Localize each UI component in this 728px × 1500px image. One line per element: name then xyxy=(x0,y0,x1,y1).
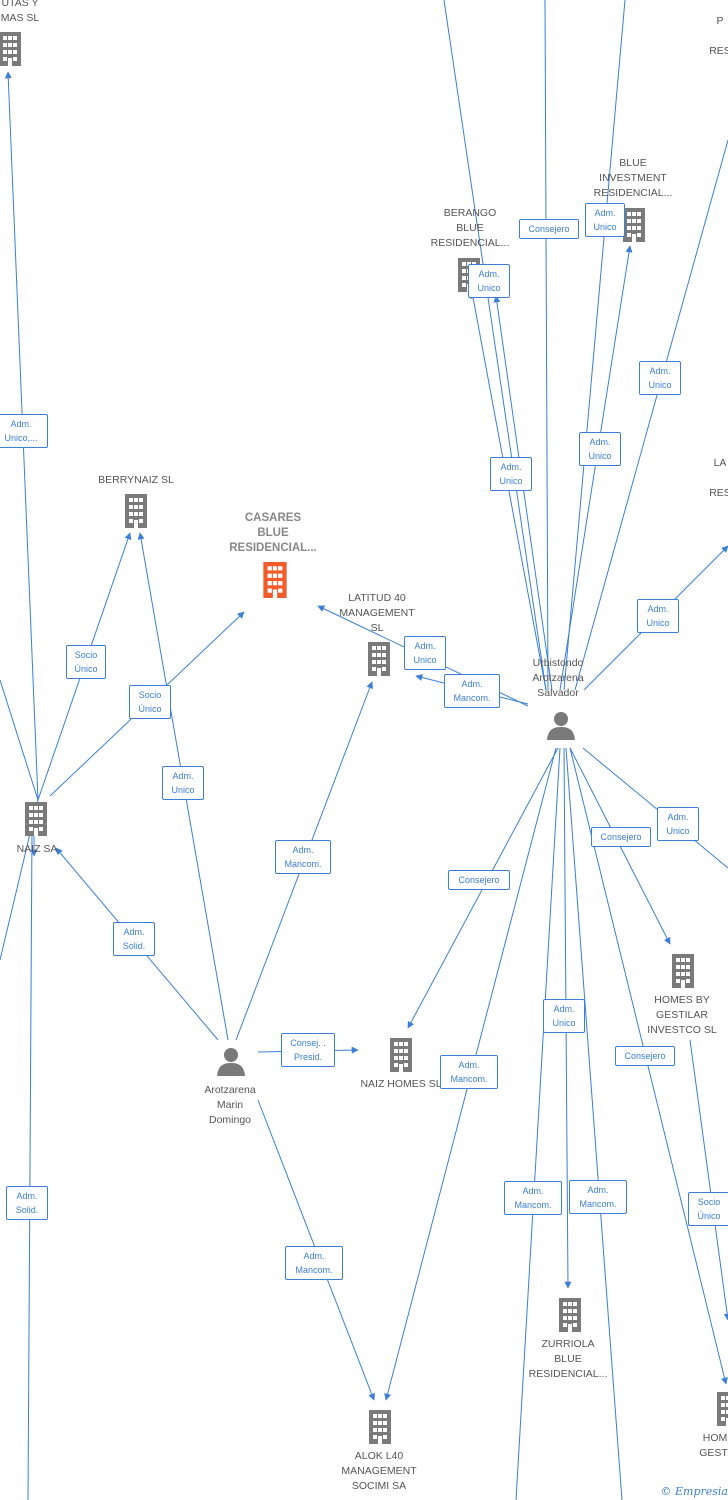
edge-label-socio-unico[interactable]: Socio Único xyxy=(129,685,171,719)
edge-label-adm-unico[interactable]: Adm. Unico xyxy=(579,432,621,466)
edge-label-consejero[interactable]: Consejero xyxy=(615,1046,675,1066)
edge-label-socio-unico[interactable]: Socio Único xyxy=(66,645,106,679)
edge-line xyxy=(582,747,728,869)
building-icon[interactable] xyxy=(0,32,24,66)
node-label-latitud40[interactable]: LATITUD 40 MANAGEMENT SL xyxy=(339,592,415,634)
edge-label-adm-unico[interactable]: Adm. Unico,... xyxy=(0,414,48,448)
edge-label-adm-unico[interactable]: Adm. Unico xyxy=(468,264,510,298)
edge-label-consejero[interactable]: Consejero xyxy=(591,827,651,847)
node-label-hom-gesti[interactable]: HOM GESTI xyxy=(699,1432,728,1459)
node-label-top-left[interactable]: UTAS Y MAS SL xyxy=(0,0,40,24)
node-label-arotzarena[interactable]: Arotzarena Marin Domingo xyxy=(204,1084,256,1126)
building-icon[interactable] xyxy=(387,1038,415,1072)
building-icon[interactable] xyxy=(122,494,150,528)
edge-label-adm-mancom[interactable]: Adm. Mancom. xyxy=(444,674,500,708)
edge-line xyxy=(515,747,561,1500)
edge-label-adm-unico[interactable]: Adm. Unico xyxy=(490,457,532,491)
node-label-zurriola[interactable]: ZURRIOLA BLUE RESIDENCIAL... xyxy=(528,1338,608,1380)
building-icon[interactable] xyxy=(669,954,697,988)
building-icon[interactable] xyxy=(714,1392,728,1426)
edge-line xyxy=(27,829,33,1500)
building-icon[interactable] xyxy=(556,1298,584,1332)
edge-line xyxy=(0,679,39,801)
edge-label-adm-solid[interactable]: Adm. Solid. xyxy=(113,922,155,956)
edge-label-consejero[interactable]: Consejero xyxy=(519,219,579,239)
edge-label-adm-mancom[interactable]: Adm. Mancom. xyxy=(569,1180,627,1214)
edge-label-adm-unico[interactable]: Adm. Unico xyxy=(639,361,681,395)
edge-line xyxy=(544,0,549,691)
edge-line xyxy=(574,139,728,691)
edge-label-adm-unico[interactable]: Adm. Unico xyxy=(585,203,625,237)
node-label-naiz-sa[interactable]: NAIZ SA xyxy=(16,843,58,855)
edge-label-adm-unico[interactable]: Adm. Unico xyxy=(543,999,585,1033)
edge-label-socio-unico[interactable]: Socio Único xyxy=(688,1192,728,1226)
edge-label-adm-unico[interactable]: Adm. Unico xyxy=(162,766,204,800)
building-icon[interactable] xyxy=(22,802,50,836)
node-label-berango[interactable]: BERANGO BLUE RESIDENCIAL... xyxy=(430,207,510,249)
edge-label-adm-unico[interactable]: Adm. Unico xyxy=(657,807,699,841)
person-icon[interactable] xyxy=(216,1046,246,1076)
node-label-urbistondo[interactable]: Urbistondo Arotzarena Salvador xyxy=(532,657,584,699)
edge-line xyxy=(565,747,623,1500)
edge-line xyxy=(443,0,547,691)
edge-label-adm-solid[interactable]: Adm. Solid. xyxy=(6,1186,48,1220)
copyright-symbol: © xyxy=(660,1485,672,1498)
edge-line xyxy=(469,291,547,691)
edge-label-consej-presid[interactable]: Consej. . Presid. xyxy=(281,1033,335,1067)
edge-line xyxy=(493,295,553,691)
edge-line xyxy=(689,1039,728,1321)
building-icon-main[interactable] xyxy=(259,562,291,598)
edge-label-adm-mancom[interactable]: Adm. Mancom. xyxy=(285,1246,343,1280)
node-label-naiz-homes[interactable]: NAIZ HOMES SL xyxy=(360,1078,442,1090)
building-icon[interactable] xyxy=(365,642,393,676)
edge-label-adm-mancom[interactable]: Adm. Mancom. xyxy=(504,1181,562,1215)
edge-label-adm-unico[interactable]: Adm. Unico xyxy=(404,636,446,670)
edge-line xyxy=(559,245,633,691)
edge-label-adm-mancom[interactable]: Adm. Mancom. xyxy=(440,1055,498,1089)
edge-label-adm-unico[interactable]: Adm. Unico xyxy=(637,599,679,633)
edge-line xyxy=(569,747,728,1385)
node-label-la-res[interactable]: LA RES xyxy=(709,457,728,499)
node-label-homes-gestilar[interactable]: HOMES BY GESTILAR INVESTCO SL xyxy=(647,994,717,1036)
brand-logo[interactable]: Empresia xyxy=(675,1485,728,1498)
node-label-alok[interactable]: ALOK L40 MANAGEMENT SOCIMI SA xyxy=(341,1450,417,1492)
building-icon[interactable] xyxy=(366,1410,394,1444)
node-label-blue-investment[interactable]: BLUE INVESTMENT RESIDENCIAL... xyxy=(593,157,673,199)
node-label-p-res[interactable]: P RES xyxy=(709,15,728,57)
person-icon[interactable] xyxy=(546,710,576,740)
edge-label-adm-mancom[interactable]: Adm. Mancom. xyxy=(275,840,331,874)
edge-label-consejero[interactable]: Consejero xyxy=(448,870,510,890)
node-label-berrynaiz[interactable]: BERRYNAIZ SL xyxy=(98,474,174,486)
copyright-footer: © Empresia xyxy=(661,1485,728,1498)
edge-line xyxy=(563,0,626,691)
node-label-casares[interactable]: CASARES BLUE RESIDENCIAL... xyxy=(229,512,317,554)
